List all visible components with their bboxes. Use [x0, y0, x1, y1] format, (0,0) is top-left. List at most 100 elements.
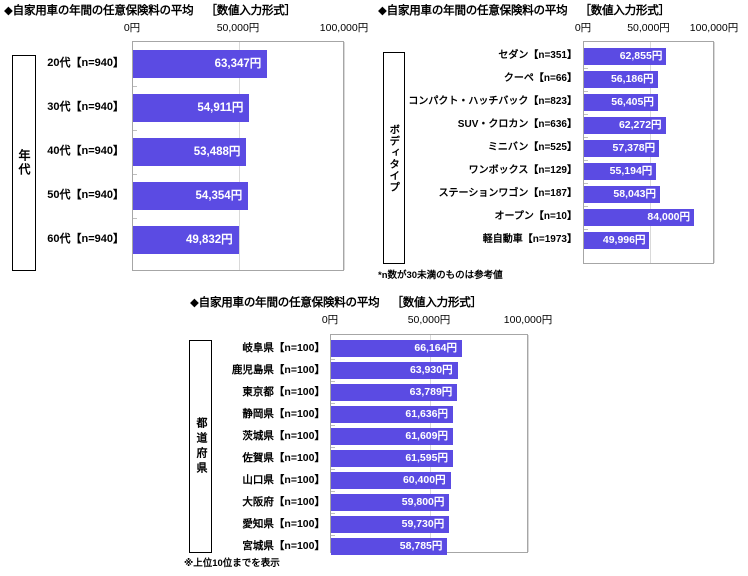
bar-value-label: 53,488円	[193, 146, 241, 158]
bar	[331, 406, 454, 423]
chart-title-text: ◆自家用車の年間の任意保険料の平均	[378, 5, 568, 17]
bar	[584, 71, 658, 88]
category-label: 宮城県【n=100】	[242, 539, 325, 552]
bar	[133, 138, 247, 166]
bar-value-label: 60,400円	[402, 474, 446, 486]
chart-title-text: ◆自家用車の年間の任意保険料の平均	[190, 297, 380, 309]
category-label: オープン【n=10】	[494, 210, 577, 222]
x-axis-tick-label: 100,000円	[319, 22, 369, 34]
category-tick	[133, 130, 137, 131]
category-tick	[584, 160, 588, 161]
category-tick	[584, 183, 588, 184]
category-label: 愛知県【n=100】	[242, 517, 325, 530]
chart-title-text: ◆自家用車の年間の任意保険料の平均	[4, 5, 194, 17]
category-tick	[584, 229, 588, 230]
x-axis-tick-label: 0円	[123, 22, 141, 34]
bar-value-label: 58,785円	[399, 540, 443, 552]
footnote-prefecture: ※上位10位までを表示	[184, 558, 280, 569]
x-axis-tick-label: 100,000円	[503, 314, 553, 326]
bar	[133, 226, 239, 254]
x-axis-ticks-prefecture: 0円 50,000円 100,000円	[184, 313, 552, 328]
bar-value-label: 49,996円	[602, 234, 646, 246]
bar	[331, 494, 450, 511]
axis-title-box-age: 年代	[12, 55, 36, 271]
bar	[133, 94, 250, 122]
bar-value-label: 84,000円	[647, 211, 691, 223]
bar	[584, 140, 660, 157]
category-tick	[331, 535, 335, 536]
category-tick	[331, 425, 335, 426]
bar-value-label: 61,609円	[405, 430, 448, 442]
bar-value-label: 56,186円	[610, 73, 654, 85]
bar	[133, 182, 249, 210]
category-tick	[133, 174, 137, 175]
category-label: SUV・クロカン【n=636】	[457, 118, 577, 130]
gridline	[714, 42, 715, 263]
category-tick	[331, 469, 335, 470]
bar-value-label: 58,043円	[613, 188, 657, 200]
x-axis-tick-label: 50,000円	[216, 22, 260, 34]
x-axis-tick-label: 100,000円	[689, 22, 739, 34]
bar-value-label: 54,354円	[195, 190, 243, 202]
category-label: 50代【n=940】	[47, 189, 124, 201]
bar	[331, 472, 451, 489]
bar	[331, 516, 450, 533]
category-label: 軽自動車【n=1973】	[482, 233, 577, 245]
bar	[133, 50, 268, 78]
page-title-age: ◆自家用車の年間の任意保険料の平均［数値入力形式］	[4, 4, 296, 18]
chart-format-label: ［数値入力形式］	[579, 5, 670, 17]
bar-value-label: 61,595円	[405, 452, 448, 464]
bar-value-label: 63,789円	[409, 386, 453, 398]
gridline	[344, 42, 345, 270]
category-tick	[584, 91, 588, 92]
category-label: 大阪府【n=100】	[242, 495, 325, 508]
category-label: 山口県【n=100】	[242, 473, 325, 486]
category-label: 20代【n=940】	[47, 57, 124, 69]
category-label: 鹿児島県【n=100】	[231, 363, 325, 376]
bar-value-label: 61,636円	[405, 408, 449, 420]
category-tick	[331, 513, 335, 514]
bar-value-label: 59,800円	[401, 496, 445, 508]
category-label: 茨城県【n=100】	[242, 429, 325, 442]
category-label: 東京都【n=100】	[242, 385, 325, 398]
bar	[331, 362, 458, 379]
bar-value-label: 59,730円	[401, 518, 445, 530]
x-axis-tick-label: 50,000円	[407, 314, 451, 326]
category-label: ミニバン【n=525】	[487, 141, 577, 153]
category-tick	[584, 206, 588, 207]
bar	[331, 428, 453, 445]
x-axis-tick-label: 50,000円	[627, 22, 670, 34]
bar-value-label: 63,347円	[214, 58, 262, 70]
bar	[584, 186, 661, 203]
category-label: セダン【n=351】	[498, 49, 577, 61]
category-tick	[584, 114, 588, 115]
bar	[584, 163, 657, 180]
bar-value-label: 49,832円	[185, 234, 233, 246]
category-label: ステーションワゴン【n=187】	[438, 187, 577, 199]
category-tick	[584, 137, 588, 138]
category-tick	[331, 381, 335, 382]
axis-title-box-prefecture: 都道府県	[189, 340, 212, 553]
category-tick	[133, 86, 137, 87]
x-axis-tick-label: 0円	[321, 314, 339, 326]
gridline	[528, 335, 529, 552]
category-tick	[584, 68, 588, 69]
category-label: ワンボックス【n=129】	[468, 164, 577, 176]
bar	[584, 232, 650, 249]
bar	[331, 450, 453, 467]
bar-value-label: 66,164円	[414, 342, 457, 354]
category-tick	[331, 403, 335, 404]
chart-panel-age: ◆自家用車の年間の任意保険料の平均［数値入力形式］ 0円 50,000円 100,0…	[4, 4, 370, 276]
bar-value-label: 55,194円	[609, 165, 653, 177]
axis-title-label-bodytype: ボディタイプ	[388, 123, 401, 193]
axis-title-label-age: 年代	[17, 149, 31, 177]
category-label: コンパクト・ハッチバック【n=823】	[408, 95, 577, 107]
category-label: 30代【n=940】	[47, 101, 124, 113]
bar-value-label: 56,405円	[611, 96, 654, 108]
bar-value-label: 57,378円	[612, 142, 656, 154]
